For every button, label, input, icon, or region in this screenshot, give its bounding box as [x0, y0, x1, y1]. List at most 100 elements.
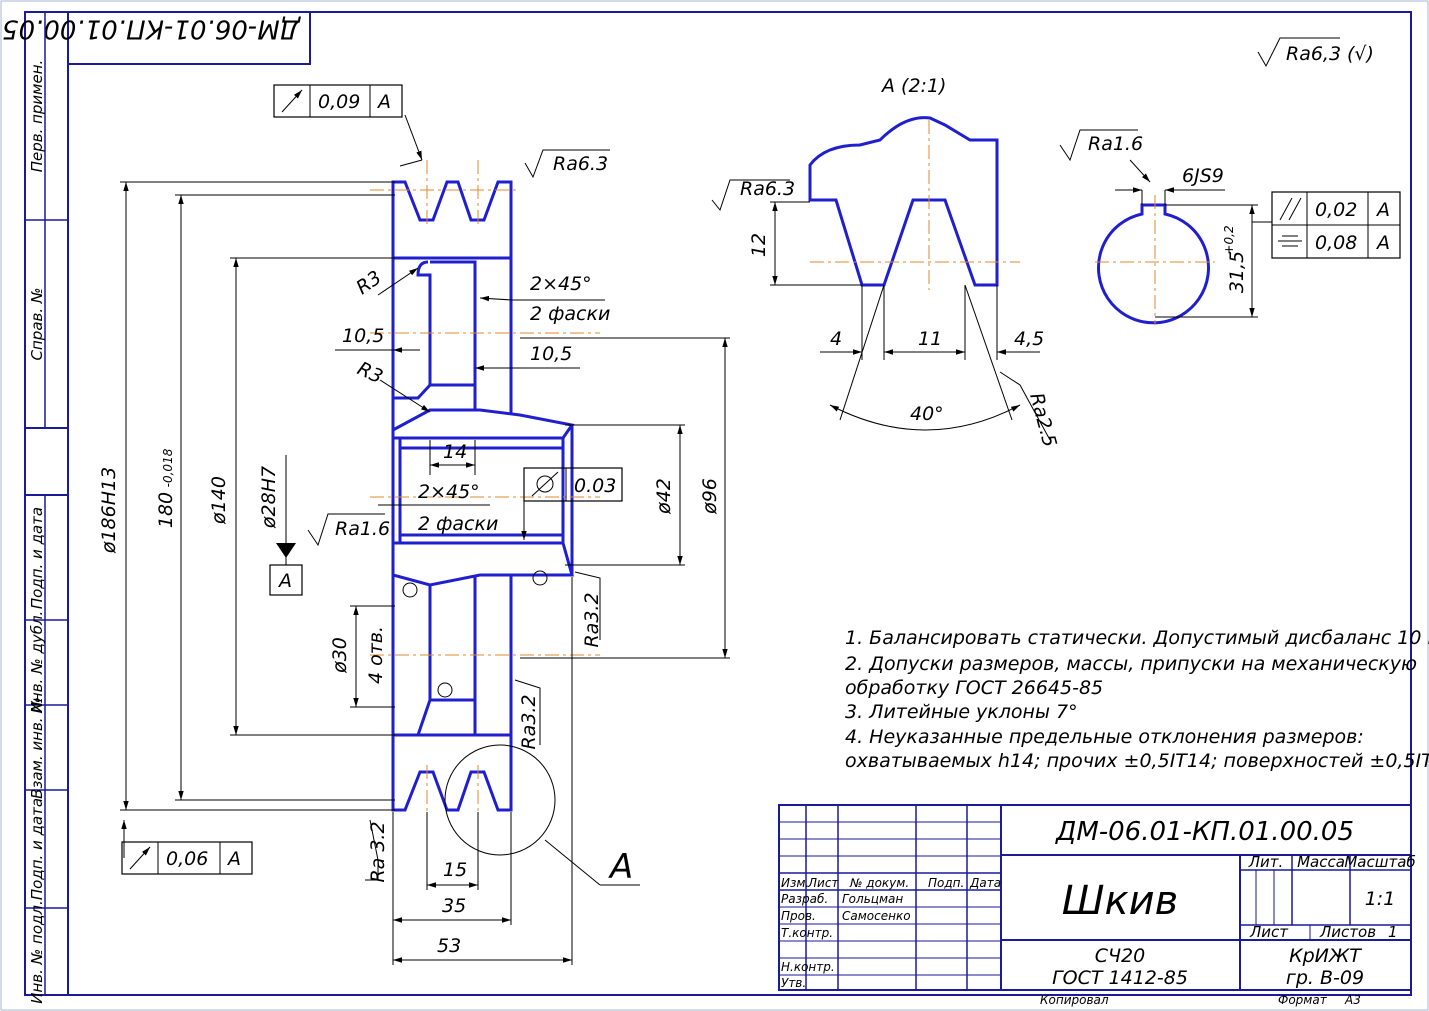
note-3: 3. Литейные уклоны 7°: [845, 701, 1078, 723]
view-a-label: A: [608, 847, 633, 887]
sheets-label: Листов: [1319, 923, 1376, 941]
roughness-bottom: Ra 3.2: [367, 821, 389, 882]
detail-dim-11: 11: [918, 328, 942, 350]
detail-dim-12: 12: [748, 233, 770, 257]
main-dimensions: [120, 114, 730, 965]
side-label-podp-data-2: Подп. и дата: [28, 798, 46, 900]
detail-dim-angle: 40°: [910, 403, 944, 425]
note-2b: обработку ГОСТ 26645-85: [845, 677, 1103, 699]
role-prov: Пров.: [781, 909, 816, 923]
note-4b: охватываемых h14; прочих ±0,5IT14; повер…: [845, 750, 1429, 772]
title-org-2: гр. В-09: [1286, 967, 1364, 989]
hdr-doc: № докум.: [849, 876, 909, 890]
dim-d96: ø96: [699, 478, 721, 515]
detail-title: A (2:1): [880, 75, 946, 97]
keyway-depth-tol: +0,2: [1222, 225, 1236, 254]
dim-d180-tol: -0,018: [161, 448, 175, 487]
hdr-list: Лист: [807, 876, 839, 890]
dim-w10-5-right: 10,5: [530, 343, 572, 365]
dim-w53: 53: [437, 935, 461, 957]
general-roughness-value: Ra6,3: [1286, 43, 1341, 65]
runout-top-base: A: [376, 91, 391, 113]
roughness-groove: Ra6.3: [553, 153, 608, 175]
col-mass: Масса: [1297, 853, 1345, 871]
detail-a-dims: [711, 179, 1051, 441]
dim-w10-5-left: 10,5: [342, 325, 384, 347]
side-label-podp-data-1: Подп. и дата: [28, 507, 46, 609]
side-label-vzam-inv: Взам. инв. №: [28, 697, 46, 799]
dim-r3-top: R3: [352, 267, 385, 300]
hdr-date: Дата: [969, 876, 1001, 890]
keyway-dims: [1059, 129, 1272, 318]
detail-roughness-flank: Ra2.5: [1025, 391, 1061, 450]
role-tkontr: Т.контр.: [781, 926, 833, 940]
detail-a-profile: [808, 116, 1020, 290]
name-razrab: Гольцман: [842, 892, 903, 906]
runout-bottom-value: 0,06: [166, 848, 208, 870]
note-4: 4. Неуказанные предельные отклонения раз…: [845, 726, 1364, 748]
runout-bottom-base: A: [226, 848, 241, 870]
title-material-1: СЧ20: [1095, 945, 1145, 967]
role-utv: Утв.: [781, 976, 806, 990]
dim-holes: 4 отв.: [365, 626, 387, 684]
note-1: 1. Балансировать статически. Допустимый …: [845, 627, 1429, 649]
col-lit: Лит.: [1248, 853, 1284, 871]
note-2: 2. Допуски размеров, массы, припуски на …: [845, 653, 1417, 675]
dim-d180: 180: [155, 492, 177, 528]
hdr-sign: Подп.: [928, 876, 964, 890]
base-a-box: [269, 564, 303, 596]
dim-w15: 15: [443, 859, 467, 881]
title-material-2: ГОСТ 1412-85: [1052, 967, 1188, 989]
roughness-symbols-main: [307, 149, 610, 881]
runout-frame-bottom: [121, 841, 253, 875]
format-label: Формат: [1278, 993, 1328, 1007]
cylindricity-value: 0.03: [574, 475, 616, 497]
side-columns: [25, 12, 68, 995]
symmetry-value: 0,08: [1315, 232, 1357, 254]
side-label-sprav: Справ. №: [28, 288, 46, 361]
parallel-base: A: [1375, 199, 1390, 221]
base-a-label: A: [277, 570, 292, 592]
keyway-tolerance-frames: [1271, 191, 1401, 259]
cylindricity-frame: [523, 467, 623, 502]
dim-w14: 14: [443, 441, 467, 463]
dim-d28: ø28H7: [258, 466, 280, 529]
dim-d140: ø140: [208, 476, 230, 525]
format-value: А3: [1344, 993, 1361, 1007]
name-prov: Самосенко: [842, 909, 911, 923]
detail-dim-4: 4: [830, 328, 842, 350]
col-scale: Масштаб: [1344, 853, 1415, 871]
runout-frame-top: [273, 84, 403, 118]
general-roughness-suffix: (√): [1347, 43, 1374, 65]
dim-w35: 35: [442, 895, 466, 917]
title-doc-number: ДМ-06.01-КП.01.00.05: [1055, 817, 1354, 847]
roughness-hub-side: Ra3.2: [581, 592, 603, 647]
parallel-value: 0,02: [1315, 199, 1357, 221]
detail-dim-4-5: 4,5: [1014, 328, 1044, 350]
side-label-perv-primen: Перв. примен.: [28, 60, 46, 173]
dim-chamfer-bore: 2×45°: [418, 481, 480, 503]
sheet-label: Лист: [1249, 923, 1289, 941]
title-block: [778, 804, 1412, 991]
dim-d186: ø186H13: [98, 467, 120, 554]
dim-chamfer-bore-count: 2 фаски: [418, 513, 498, 535]
dim-r3-mid: R3: [354, 358, 386, 389]
title-part-name: Шкив: [1062, 878, 1179, 924]
general-roughness-symbol: [1257, 37, 1340, 68]
runout-top-value: 0,09: [318, 91, 360, 113]
title-org-1: КрИЖТ: [1289, 945, 1362, 967]
side-label-inv-dubl: Инв. № дубл.: [28, 611, 46, 714]
scale-value: 1:1: [1365, 888, 1396, 910]
copied-label: Копировал: [1040, 993, 1109, 1007]
dim-chamfer-top: 2×45°: [530, 273, 592, 295]
pulley-section: [370, 160, 601, 886]
keyway-roughness: Ra1.6: [1088, 133, 1143, 155]
keyway-depth: 31,5: [1226, 251, 1248, 293]
roughness-bore: Ra1.6: [335, 518, 390, 540]
detail-roughness-top: Ra6.3: [740, 178, 795, 200]
keyway-section: [1095, 195, 1215, 325]
role-nkontr: Н.контр.: [781, 960, 835, 974]
roughness-rim-side: Ra3.2: [518, 694, 540, 749]
